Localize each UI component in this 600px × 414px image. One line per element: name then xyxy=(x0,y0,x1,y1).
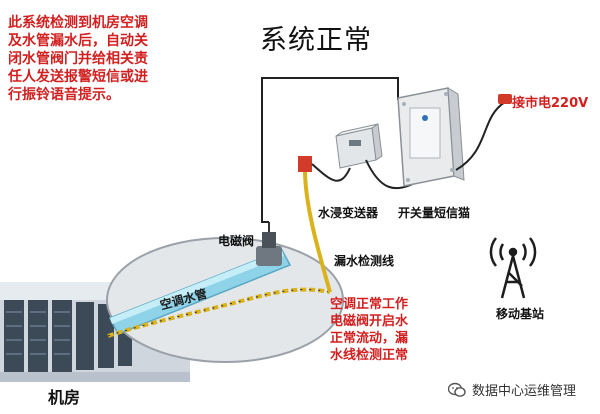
power-label: 接市电220V xyxy=(512,96,589,111)
status-line: 空调正常工作 xyxy=(330,297,409,312)
note-line: 任人发送报警短信或进 xyxy=(8,69,148,85)
status-line: 正常流动，漏 xyxy=(330,331,409,346)
leak-line-label: 漏水检测线 xyxy=(334,254,395,268)
cable-connector xyxy=(298,156,312,172)
sensor-cable-a xyxy=(311,163,351,182)
system-description-note: 此系统检测到机房空调 及水管漏水后，自动关 闭水管阀门并给相关责 任人发送报警短… xyxy=(8,14,218,104)
note-line: 及水管漏水后，自动关 xyxy=(8,33,148,49)
note-line: 此系统检测到机房空调 xyxy=(8,15,148,31)
note-line: 闭水管阀门并给相关责 xyxy=(8,51,148,67)
note-line: 行振铃语音提示。 xyxy=(8,87,120,103)
base-station-icon xyxy=(489,237,537,299)
server-room-label: 机房 xyxy=(48,388,81,407)
leak-detection-cable xyxy=(303,169,332,293)
status-line: 水线检测正常 xyxy=(330,348,409,363)
power-cable xyxy=(455,101,506,171)
watermark: 数据中心运维管理 xyxy=(448,380,576,399)
valve-label: 电磁阀 xyxy=(218,234,255,248)
status-description: 空调正常工作 电磁阀开启水 正常流动，漏 水线检测正常 xyxy=(330,296,440,364)
sensor-label: 水浸变送器 xyxy=(318,206,379,220)
pipe-magnifier xyxy=(106,237,344,363)
wechat-icon xyxy=(448,382,466,397)
sms-modem-label: 开关量短信猫 xyxy=(398,206,471,220)
watermark-text: 数据中心运维管理 xyxy=(472,384,577,399)
page-title: 系统正常 xyxy=(260,25,372,56)
sms-modem-device xyxy=(397,87,465,187)
solenoid-valve xyxy=(256,222,282,266)
valve-wire xyxy=(261,77,399,223)
water-sensor-device xyxy=(335,123,383,169)
base-station-label: 移动基站 xyxy=(496,307,545,321)
power-plug xyxy=(498,94,512,104)
status-line: 电磁阀开启水 xyxy=(330,314,409,329)
